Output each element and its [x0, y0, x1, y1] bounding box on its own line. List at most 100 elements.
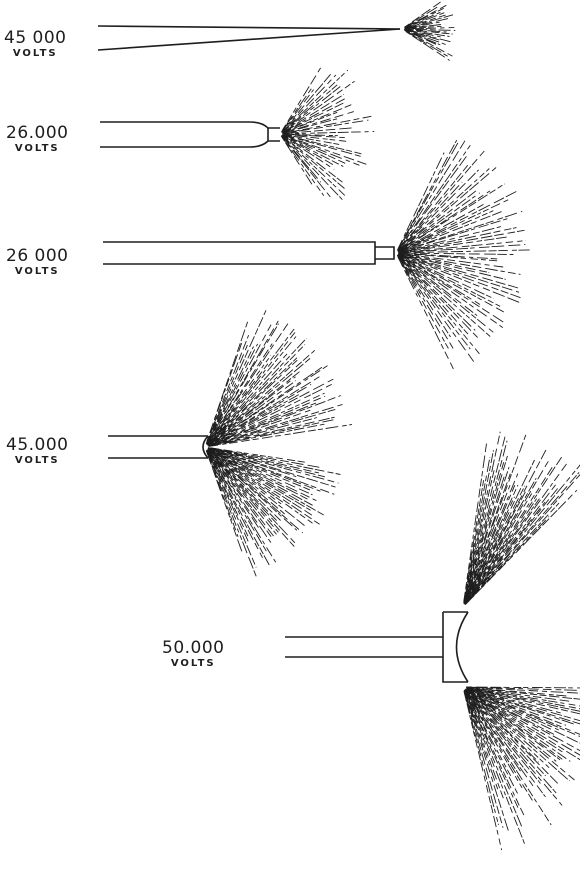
streamer-segment	[425, 249, 437, 252]
streamer-segment	[235, 366, 240, 374]
streamer-segment	[441, 329, 448, 340]
streamer-segment	[248, 556, 254, 569]
streamer-segment	[461, 245, 470, 248]
streamer-segment	[555, 711, 561, 714]
streamer-segment	[488, 516, 492, 526]
streamer-segment	[270, 417, 283, 423]
streamer-segment	[494, 705, 499, 709]
streamer-segment	[549, 466, 556, 476]
streamer-segment	[270, 471, 282, 477]
streamer-segment	[289, 388, 300, 396]
streamer-segment	[266, 490, 275, 497]
streamer-segment	[500, 476, 505, 489]
streamer-segment	[255, 395, 260, 400]
streamer-segment	[477, 565, 481, 571]
streamer-segment	[496, 562, 502, 569]
streamer-segment	[497, 535, 503, 543]
streamer-segment	[507, 742, 512, 747]
streamer-segment	[230, 377, 235, 385]
streamer-segment	[509, 500, 514, 506]
streamer-segment	[477, 325, 485, 332]
streamer-segment	[269, 328, 275, 337]
streamer-segment	[240, 329, 246, 342]
streamer-segment	[250, 513, 258, 523]
streamer-segment	[262, 334, 267, 342]
streamer-segment	[548, 761, 557, 770]
streamer-segment	[335, 98, 345, 104]
streamer-segment	[499, 749, 503, 754]
streamer-segment	[481, 692, 492, 697]
streamer-segment	[328, 81, 336, 89]
streamer-segment	[478, 695, 485, 699]
streamer-segment	[291, 359, 298, 366]
streamer-segment	[497, 526, 505, 538]
streamer-segment	[285, 142, 293, 154]
streamer-segment	[488, 328, 494, 333]
streamer-segment	[423, 31, 433, 35]
streamer-segment	[576, 748, 580, 752]
streamer-segment	[501, 693, 509, 696]
streamer-segment	[298, 128, 310, 132]
streamer-segment	[235, 425, 246, 432]
streamer-segment	[246, 402, 256, 411]
streamer-segment	[432, 186, 438, 193]
streamer-segment	[468, 577, 474, 589]
streamer-segment	[216, 461, 224, 470]
streamer-segment	[423, 284, 428, 288]
streamer-segment	[317, 474, 326, 478]
streamer-segment	[307, 88, 312, 94]
streamer-segment	[250, 477, 256, 482]
streamer-segment	[276, 394, 285, 400]
streamer-segment	[443, 267, 456, 273]
streamer-segment	[481, 716, 488, 726]
streamer-segment	[476, 528, 479, 536]
streamer-segment	[479, 478, 482, 487]
streamer-segment	[444, 351, 449, 359]
streamer-segment	[503, 471, 509, 482]
streamer-segment	[546, 713, 556, 717]
streamer-segment	[304, 414, 316, 419]
streamer-segment	[311, 178, 316, 184]
streamer-segment	[415, 272, 420, 278]
streamer-segment	[416, 290, 421, 298]
streamer-segment	[291, 131, 299, 134]
streamer-segment	[428, 260, 442, 265]
streamer-segment	[512, 498, 519, 509]
streamer-segment	[230, 414, 239, 424]
streamer-segment	[270, 502, 279, 509]
streamer-segment	[214, 413, 218, 421]
streamer-segment	[516, 814, 523, 827]
streamer-segment	[469, 341, 474, 346]
streamer-segment	[490, 795, 495, 808]
streamer-segment	[499, 496, 503, 504]
streamer-segment	[466, 699, 471, 710]
streamer-segment	[545, 764, 550, 769]
streamer-segment	[535, 734, 545, 741]
streamer-segment	[426, 240, 435, 245]
streamer-segment	[435, 176, 440, 183]
streamer-segment	[270, 459, 275, 462]
streamer-segment	[265, 357, 270, 363]
streamer-segment	[477, 691, 487, 697]
streamer-segment	[490, 453, 494, 464]
streamer-segment	[518, 527, 526, 536]
streamer-segment	[412, 35, 422, 43]
streamer-segment	[260, 469, 267, 473]
streamer-segment	[243, 436, 250, 439]
streamer-segment	[518, 442, 524, 453]
streamer-segment	[418, 266, 423, 270]
streamer-segment	[530, 506, 535, 511]
streamer-segment	[314, 95, 322, 102]
streamer-segment	[512, 521, 520, 532]
streamer-segment	[333, 142, 340, 145]
streamer-segment	[303, 159, 311, 167]
streamer-segment	[495, 725, 500, 731]
streamer-segment	[451, 163, 458, 172]
streamer-segment	[474, 697, 484, 706]
streamer-segment	[520, 744, 528, 751]
streamer-segment	[251, 481, 256, 486]
streamer-segment	[245, 367, 249, 372]
streamer-segment	[496, 469, 500, 480]
streamer-segment	[480, 742, 484, 751]
streamer-segment	[517, 530, 522, 535]
